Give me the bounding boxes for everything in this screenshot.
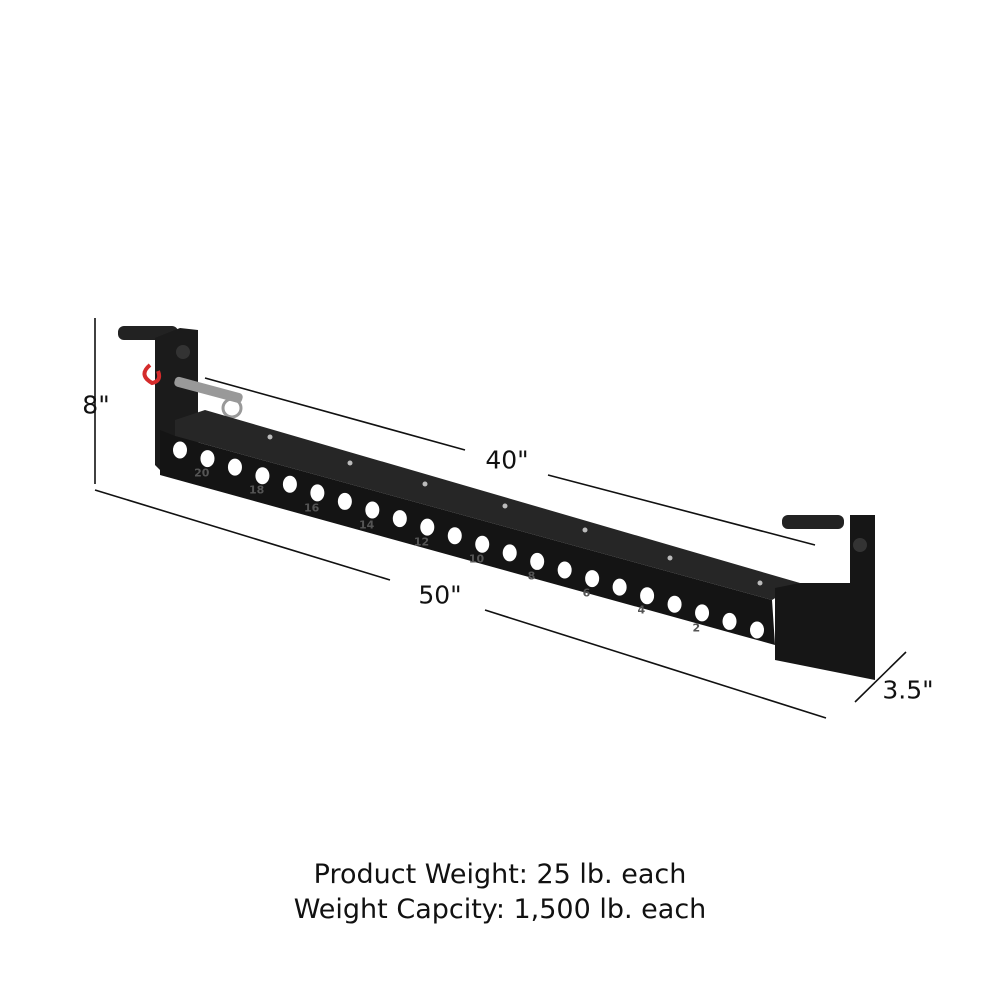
bolt-icon — [347, 460, 353, 466]
pull-pin — [174, 376, 243, 403]
hole — [255, 467, 270, 485]
adjustment-holes — [173, 441, 764, 639]
bolt-icon — [267, 434, 273, 440]
bolt-icon — [502, 503, 508, 509]
hole — [447, 527, 462, 545]
dimension-lines — [94, 318, 907, 719]
overall-length-line-right — [484, 609, 827, 719]
hole — [667, 595, 682, 613]
right-handle — [782, 515, 844, 529]
top-bolts — [267, 434, 763, 586]
hole — [282, 475, 297, 493]
hole-number: 8 — [527, 569, 536, 583]
hole — [502, 544, 517, 562]
bolt-icon — [757, 580, 763, 586]
hole — [310, 484, 325, 502]
hole — [227, 458, 242, 476]
inner-length-label: 40" — [485, 445, 529, 475]
bolt-icon — [853, 538, 867, 552]
hole — [420, 518, 435, 536]
bar-top-surface — [175, 410, 800, 600]
hole — [173, 441, 187, 459]
depth-dimension-line — [854, 651, 907, 703]
depth-label: 3.5" — [882, 675, 934, 705]
hole — [365, 501, 380, 519]
pin-clip-icon — [221, 397, 243, 419]
right-end-bracket — [775, 515, 875, 680]
hole — [557, 561, 572, 579]
hole — [640, 587, 655, 605]
hole-number: 20 — [194, 466, 210, 480]
hole — [392, 510, 407, 528]
hole — [200, 450, 215, 468]
inner-length-line-right — [547, 474, 816, 546]
hole-number: 6 — [582, 586, 591, 600]
height-label: 8" — [82, 390, 110, 420]
overall-length-label: 50" — [418, 580, 462, 610]
bolt-icon — [422, 481, 428, 487]
hole — [585, 570, 600, 588]
pin-ring-icon — [142, 363, 162, 386]
hole-number: 12 — [413, 535, 430, 549]
inner-length-line-left — [204, 377, 466, 451]
hole — [695, 604, 710, 622]
hole-number: 14 — [358, 518, 375, 532]
hole — [530, 552, 545, 570]
overall-length-line-left — [94, 489, 391, 581]
bolt-icon — [582, 527, 588, 533]
hole-number: 10 — [468, 552, 485, 566]
product-weight-text: Product Weight: 25 lb. each — [313, 859, 687, 890]
hole — [750, 621, 764, 639]
hole — [722, 612, 737, 630]
bolt-icon — [176, 345, 190, 359]
weight-capacity-text: Weight Capcity: 1,500 lb. each — [293, 894, 707, 925]
hole-number: 4 — [637, 603, 646, 617]
hole-number: 2 — [692, 621, 701, 635]
bolt-icon — [667, 555, 673, 561]
hole-number: 16 — [303, 501, 320, 515]
hole — [475, 535, 490, 553]
hole — [612, 578, 627, 596]
hole-number: 18 — [249, 483, 265, 497]
hole — [337, 492, 352, 510]
